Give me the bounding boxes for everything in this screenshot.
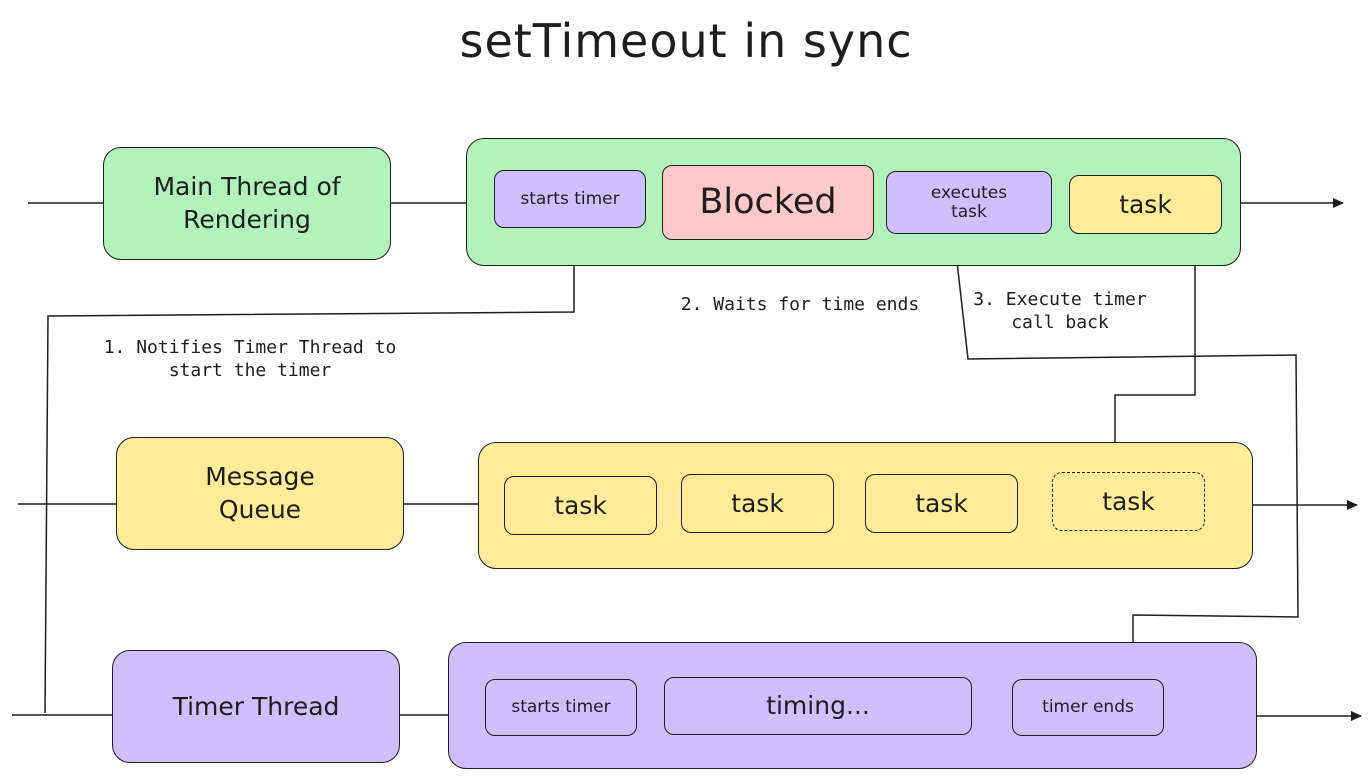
queue-task-2: task bbox=[681, 474, 834, 533]
timer-thread-label: Timer Thread bbox=[172, 692, 340, 721]
timer-thread-label-box: Timer Thread bbox=[112, 650, 400, 763]
diagram-title: setTimeout in sync bbox=[459, 14, 913, 68]
timer-step-timer-ends: timer ends bbox=[1012, 679, 1164, 736]
main-thread-label-box: Main Thread of Rendering bbox=[103, 147, 391, 260]
main-step-starts-timer: starts timer bbox=[494, 170, 646, 228]
message-queue-label: Message Queue bbox=[205, 462, 315, 524]
main-thread-label: Main Thread of Rendering bbox=[153, 172, 341, 234]
timer-step-timing: timing... bbox=[664, 677, 972, 735]
timer-ends-to-executes-connector bbox=[951, 243, 1299, 679]
main-step-blocked: Blocked bbox=[662, 165, 874, 240]
timer-step-starts-timer: starts timer bbox=[485, 679, 637, 736]
queue-task-1: task bbox=[504, 476, 657, 535]
annotation-waits-for-time: 2. Waits for time ends bbox=[680, 294, 920, 315]
main-step-executes-task: executes task bbox=[886, 171, 1052, 234]
annotation-execute-callback: 3. Execute timer call back bbox=[973, 289, 1147, 334]
queue-task-pending: task bbox=[1052, 472, 1205, 531]
annotation-notify-timer: 1. Notifies Timer Thread to start the ti… bbox=[103, 337, 397, 382]
queue-task-3: task bbox=[865, 474, 1018, 533]
main-step-task: task bbox=[1069, 175, 1222, 234]
queued-task-to-main-task-connector bbox=[1114, 233, 1200, 455]
notify-timer-connector bbox=[44, 252, 575, 714]
message-queue-label-box: Message Queue bbox=[116, 437, 404, 550]
